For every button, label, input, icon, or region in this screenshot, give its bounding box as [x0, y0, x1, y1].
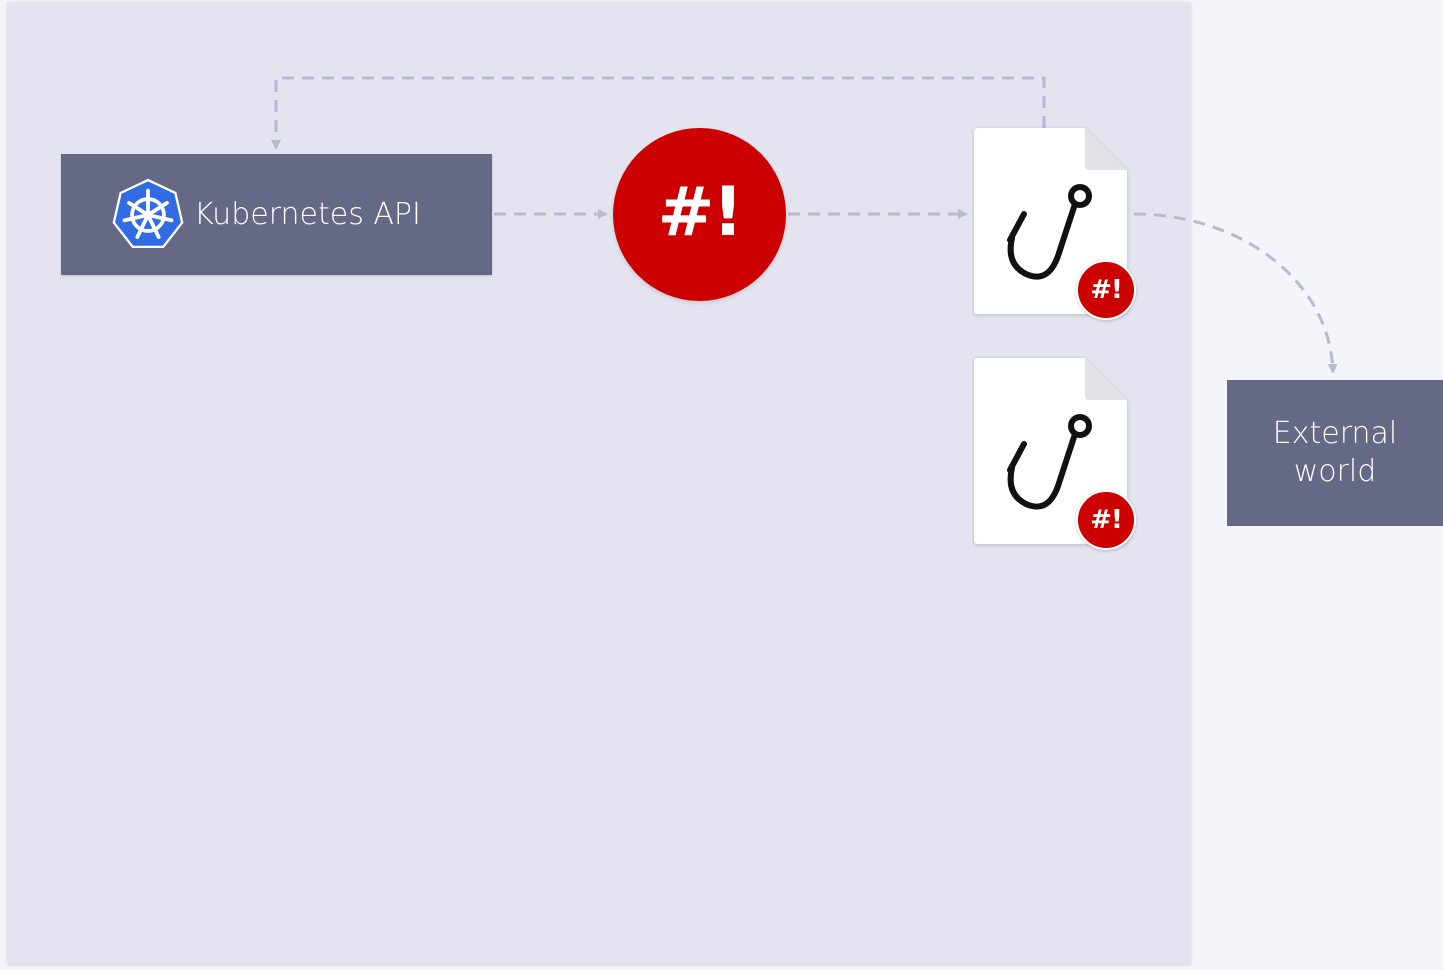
hook-file-2[interactable]: #! — [972, 356, 1136, 556]
hook-file-1[interactable]: #! — [972, 126, 1136, 326]
fishhook-icon — [1007, 414, 1092, 510]
shell-operator-node[interactable]: #! — [613, 128, 786, 301]
hook-badge-symbol: #! — [1090, 275, 1123, 305]
hook-badge: #! — [1076, 490, 1136, 550]
hook-badge: #! — [1076, 260, 1136, 320]
shell-operator-symbol: #! — [657, 173, 744, 252]
connector-hook-to-api — [271, 76, 1046, 150]
fishhook-icon — [1007, 184, 1092, 280]
external-world-node[interactable]: External world — [1227, 380, 1443, 526]
connector-hook-to-external — [1133, 212, 1338, 374]
kubernetes-api-node[interactable]: Kubernetes API — [61, 154, 492, 275]
kubernetes-helm-icon — [112, 178, 184, 248]
external-world-label: External world — [1272, 416, 1398, 489]
hook-badge-symbol: #! — [1090, 505, 1123, 535]
kubernetes-api-label: Kubernetes API — [194, 197, 421, 232]
